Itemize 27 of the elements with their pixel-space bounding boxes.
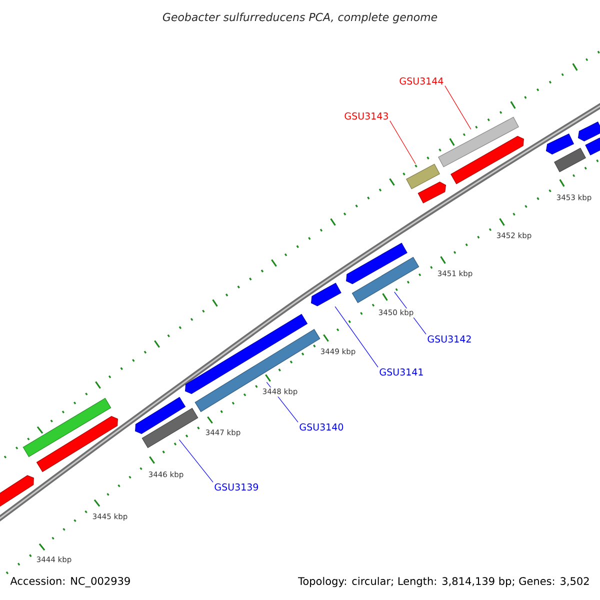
gene-bar	[135, 396, 186, 434]
leader-line	[390, 120, 416, 164]
gene-bar	[578, 122, 600, 142]
gene-label: GSU3144	[400, 77, 444, 85]
gene-bar	[185, 314, 308, 394]
gene-bar	[311, 282, 342, 306]
gene-bar	[36, 416, 118, 472]
leader-line	[334, 306, 378, 368]
gene-bar	[554, 148, 586, 172]
leader-line	[178, 439, 214, 483]
leader-line	[444, 86, 472, 130]
gene-bar	[546, 133, 574, 154]
gene-label: GSU3139	[214, 483, 258, 491]
gene-bar	[438, 116, 519, 168]
gene-bar	[450, 136, 524, 184]
gene-bar	[346, 242, 408, 284]
gene-bar	[418, 182, 446, 204]
gene-bar	[0, 475, 34, 507]
gene-label: GSU3141	[380, 368, 423, 376]
gene-bar	[352, 256, 420, 304]
accession-label: Accession: NC_002939	[9, 576, 132, 588]
gene-label: GSU3143	[344, 112, 388, 120]
gene-label: GSU3142	[428, 335, 471, 343]
gene-label: GSU3140	[300, 423, 344, 431]
gene-bar	[585, 138, 600, 156]
genome-summary: Topology: circular; Length: 3,814,139 bp; Genes: 3,502	[297, 576, 591, 588]
title: Geobacter sulfurreducens PCA, complete genome	[162, 12, 438, 24]
